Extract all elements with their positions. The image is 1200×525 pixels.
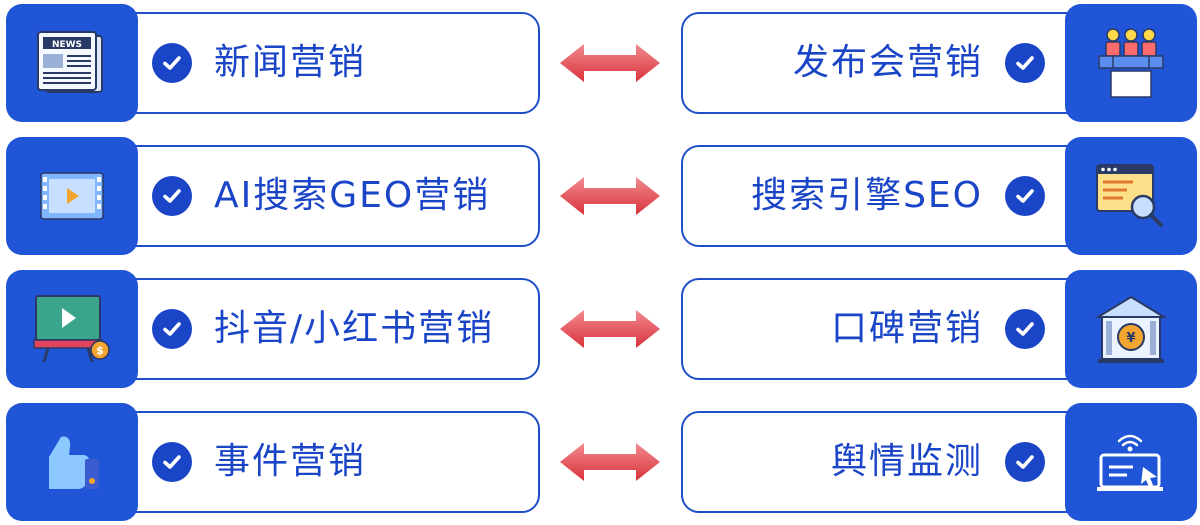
svg-text:¥: ¥ (1126, 331, 1135, 346)
double-arrow-icon (560, 443, 660, 481)
item-douyin-xiaohongshu-marketing[interactable]: 抖音/小红书营销 (100, 278, 540, 380)
row-1: 新闻营销 NEWS 发布会营销 (0, 4, 1200, 122)
check-icon (1005, 442, 1045, 482)
item-label: 发布会营销 (792, 42, 983, 83)
row-4: 事件营销 舆情监测 (0, 403, 1200, 521)
double-arrow-icon (560, 310, 660, 348)
press-conference-icon (1065, 4, 1197, 122)
check-icon (152, 442, 192, 482)
check-icon (1005, 309, 1045, 349)
monitor-wifi-icon (1065, 403, 1197, 521)
item-label: 事件营销 (214, 441, 367, 482)
bank-icon: ¥ (1065, 270, 1197, 388)
double-arrow-icon (560, 177, 660, 215)
check-icon (1005, 176, 1045, 216)
item-label: AI搜索GEO营销 (214, 175, 491, 216)
video-monetization-icon: $ (6, 270, 138, 388)
check-icon (152, 309, 192, 349)
row-3: 抖音/小红书营销 $ 口碑营销 ¥ (0, 270, 1200, 388)
newspaper-icon: NEWS (6, 4, 138, 122)
double-arrow-icon (560, 44, 660, 82)
item-search-engine-seo[interactable]: 搜索引擎SEO (681, 145, 1101, 247)
item-label: 搜索引擎SEO (751, 175, 983, 216)
item-label: 舆情监测 (830, 441, 983, 482)
item-label: 抖音/小红书营销 (214, 308, 495, 349)
check-icon (1005, 43, 1045, 83)
svg-text:NEWS: NEWS (52, 40, 82, 50)
item-word-of-mouth-marketing[interactable]: 口碑营销 (681, 278, 1101, 380)
item-press-conference-marketing[interactable]: 发布会营销 (681, 12, 1101, 114)
svg-text:$: $ (96, 344, 104, 357)
check-icon (152, 43, 192, 83)
check-icon (152, 176, 192, 216)
thumbs-up-icon (6, 403, 138, 521)
item-event-marketing[interactable]: 事件营销 (100, 411, 540, 513)
video-player-icon (6, 137, 138, 255)
item-ai-search-geo-marketing[interactable]: AI搜索GEO营销 (100, 145, 540, 247)
item-label: 新闻营销 (214, 42, 367, 83)
row-2: AI搜索GEO营销 搜索引擎SEO (0, 137, 1200, 255)
search-window-icon (1065, 137, 1197, 255)
item-news-marketing[interactable]: 新闻营销 (100, 12, 540, 114)
item-label: 口碑营销 (830, 308, 983, 349)
item-public-opinion-monitoring[interactable]: 舆情监测 (681, 411, 1101, 513)
